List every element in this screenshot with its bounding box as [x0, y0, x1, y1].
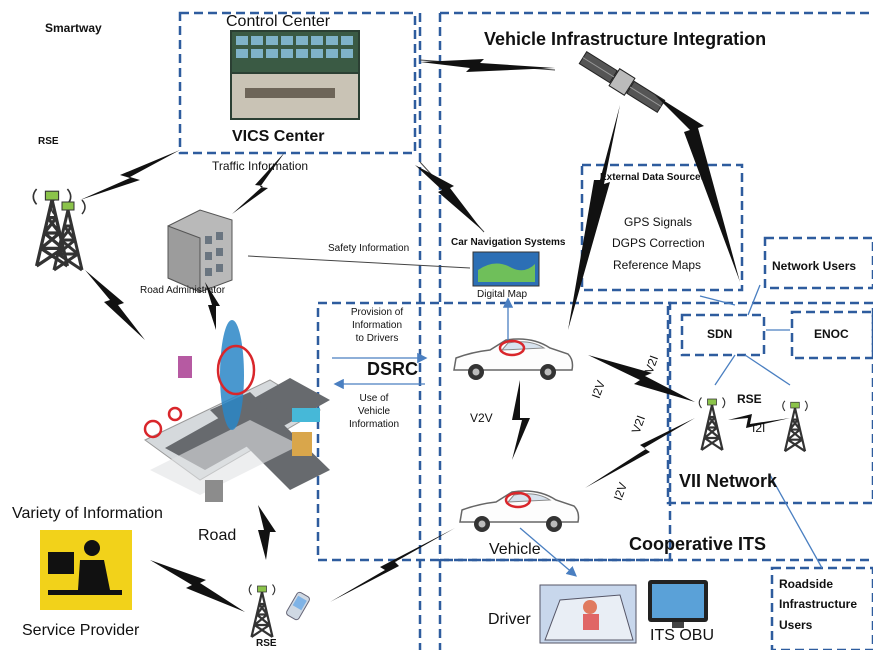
gps-signals-label: GPS Signals: [624, 215, 693, 229]
office-building-icon: [167, 209, 233, 293]
driver-image: [539, 584, 637, 644]
radio-tower-icon: [31, 187, 87, 272]
dgps-correction-label: DGPS Correction: [612, 236, 705, 250]
dsrc-label: DSRC: [367, 359, 419, 379]
rse-bottom-label: RSE: [256, 638, 277, 649]
vii-network-box: [666, 301, 873, 505]
use-of-label-1: Use of: [359, 393, 389, 404]
sdn-label: SDN: [707, 327, 733, 341]
radio-tower-icon: [248, 583, 276, 639]
external-data-sources-label: External Data Sources: [600, 172, 707, 183]
vics-center-box: [178, 11, 417, 155]
enoc-label: ENOC: [814, 327, 849, 341]
use-of-label-2: Vehicle: [357, 406, 391, 417]
road-label: Road: [198, 527, 237, 544]
use-of-label-3: Information: [348, 419, 400, 430]
monitor-icon: [648, 580, 708, 628]
roadside-label-3: Users: [779, 618, 813, 632]
operator-icon: [40, 530, 132, 610]
provision-label-3: to Drivers: [355, 333, 399, 344]
safety-information-label: Safety Information: [328, 243, 410, 254]
rse-top-label: RSE: [38, 136, 59, 147]
provision-label-2: Information: [351, 320, 403, 331]
provision-label-1: Provision of: [350, 307, 404, 318]
road-administrator-label: Road Administrator: [140, 285, 226, 296]
enoc-box: [790, 310, 873, 360]
its-obu-label: ITS OBU: [650, 627, 715, 644]
wireless-links: [80, 59, 790, 612]
digital-map-label: Digital Map: [477, 289, 528, 300]
satellite-icon: [578, 50, 666, 114]
mobile-phone-icon: [286, 591, 310, 621]
smartway-label: Smartway: [45, 21, 102, 35]
car-icon: [453, 338, 580, 533]
car-navigation-label: Car Navigation Systems: [451, 237, 566, 248]
vehicle-label: Vehicle: [489, 541, 541, 558]
rse-right-label: RSE: [737, 392, 762, 406]
control-center-label: Control Center: [226, 13, 331, 30]
cooperative-its-label: Cooperative ITS: [629, 534, 767, 554]
roadside-users-box: [770, 566, 873, 650]
digital-map-image: [472, 251, 540, 287]
v2v-label: V2V: [470, 411, 493, 425]
network-users-label: Network Users: [772, 259, 857, 273]
control-center-image: [230, 30, 360, 120]
roadside-label-2: Infrastructure: [779, 597, 858, 611]
i2i-label: I2I: [752, 421, 766, 435]
variety-of-information-label: Variety of Information: [12, 505, 163, 522]
roadside-label-1: Roadside: [779, 577, 834, 591]
driver-label: Driver: [488, 611, 531, 628]
reference-maps-label: Reference Maps: [613, 258, 702, 272]
vii-network-label: VII Network: [679, 471, 778, 491]
road-scene-image: [144, 320, 330, 502]
external-data-sources-box: [580, 163, 744, 292]
vii-title: Vehicle Infrastructure Integration: [484, 29, 767, 49]
sdn-box: [680, 313, 766, 357]
traffic-information-label: Traffic Information: [212, 159, 309, 173]
service-provider-label: Service Provider: [22, 622, 140, 639]
vics-center-label: VICS Center: [232, 128, 325, 145]
network-users-box: [763, 236, 873, 290]
